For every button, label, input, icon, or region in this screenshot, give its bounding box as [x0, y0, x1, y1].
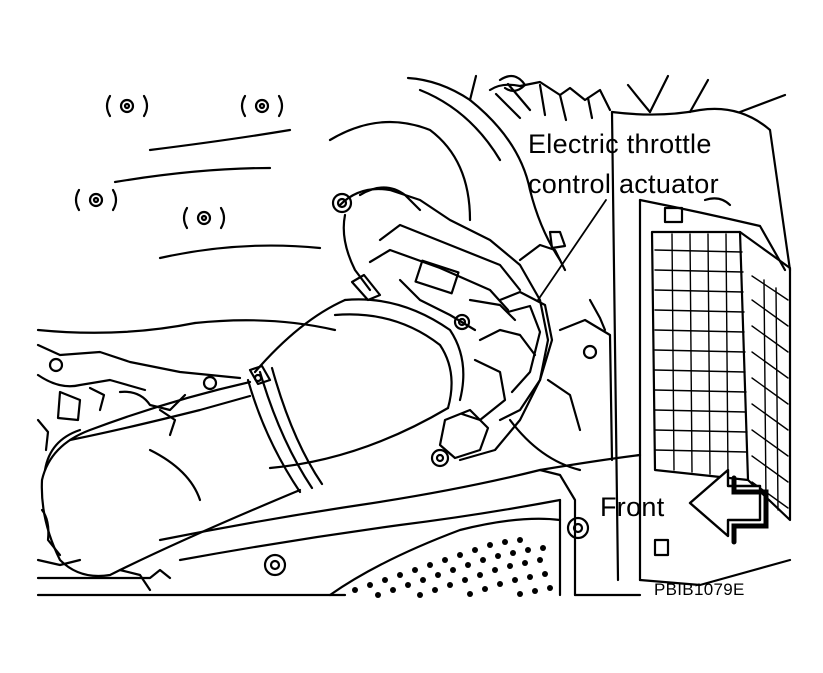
fender-structure [612, 109, 790, 585]
callout-leader-line [538, 200, 606, 300]
actuator-connector [500, 292, 552, 420]
bolt-2 [242, 96, 282, 116]
lower-left-components [38, 345, 240, 590]
air-intake-duct [42, 299, 464, 576]
front-direction-label: Front [600, 492, 665, 522]
lower-cowl [160, 300, 640, 595]
callout-label-line-2: control actuator [528, 169, 719, 199]
engine-cover-contours [38, 130, 335, 333]
bolt-4 [184, 208, 224, 228]
figure-code: PBIB1079E [654, 580, 745, 599]
perforated-panel [352, 537, 553, 598]
engine-cover-bolts [76, 96, 282, 228]
callout-label-line-1: Electric throttle [528, 129, 712, 159]
left-arrow-icon [690, 470, 766, 542]
radiator-grille-mesh [655, 234, 788, 510]
bolt-1 [107, 96, 147, 116]
throttle-body-assembly [333, 188, 565, 467]
bay-outline-top [330, 76, 785, 260]
bolt-3 [76, 190, 116, 210]
